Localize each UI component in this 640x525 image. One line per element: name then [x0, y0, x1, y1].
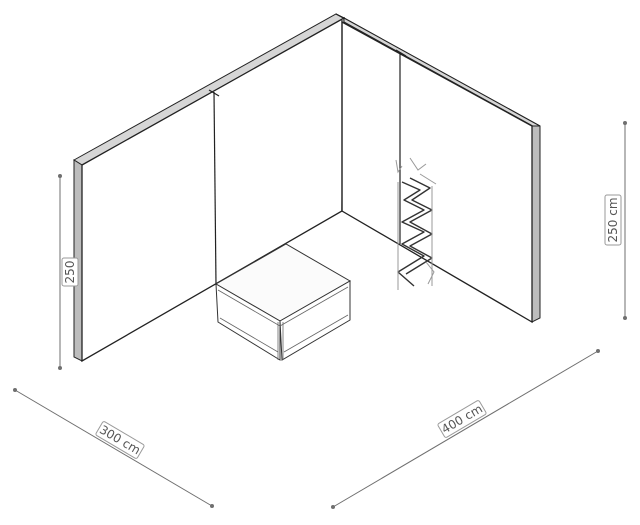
dimension-depth: 300 cm — [13, 388, 214, 508]
right-wall-seam-cap — [395, 49, 407, 57]
left-wall-seam-cap — [208, 89, 220, 97]
counter — [214, 243, 352, 361]
left-height-label: 250 — [63, 261, 77, 284]
right-wall — [335, 13, 541, 324]
left-wall-seam — [213, 91, 217, 286]
dimension-right-height: 250 cm — [604, 121, 627, 320]
dimension-width: 400 cm — [331, 349, 600, 509]
dimension-left-height: 250 — [58, 174, 79, 370]
right-height-label: 250 cm — [606, 197, 620, 242]
brochure-rack — [395, 157, 437, 290]
